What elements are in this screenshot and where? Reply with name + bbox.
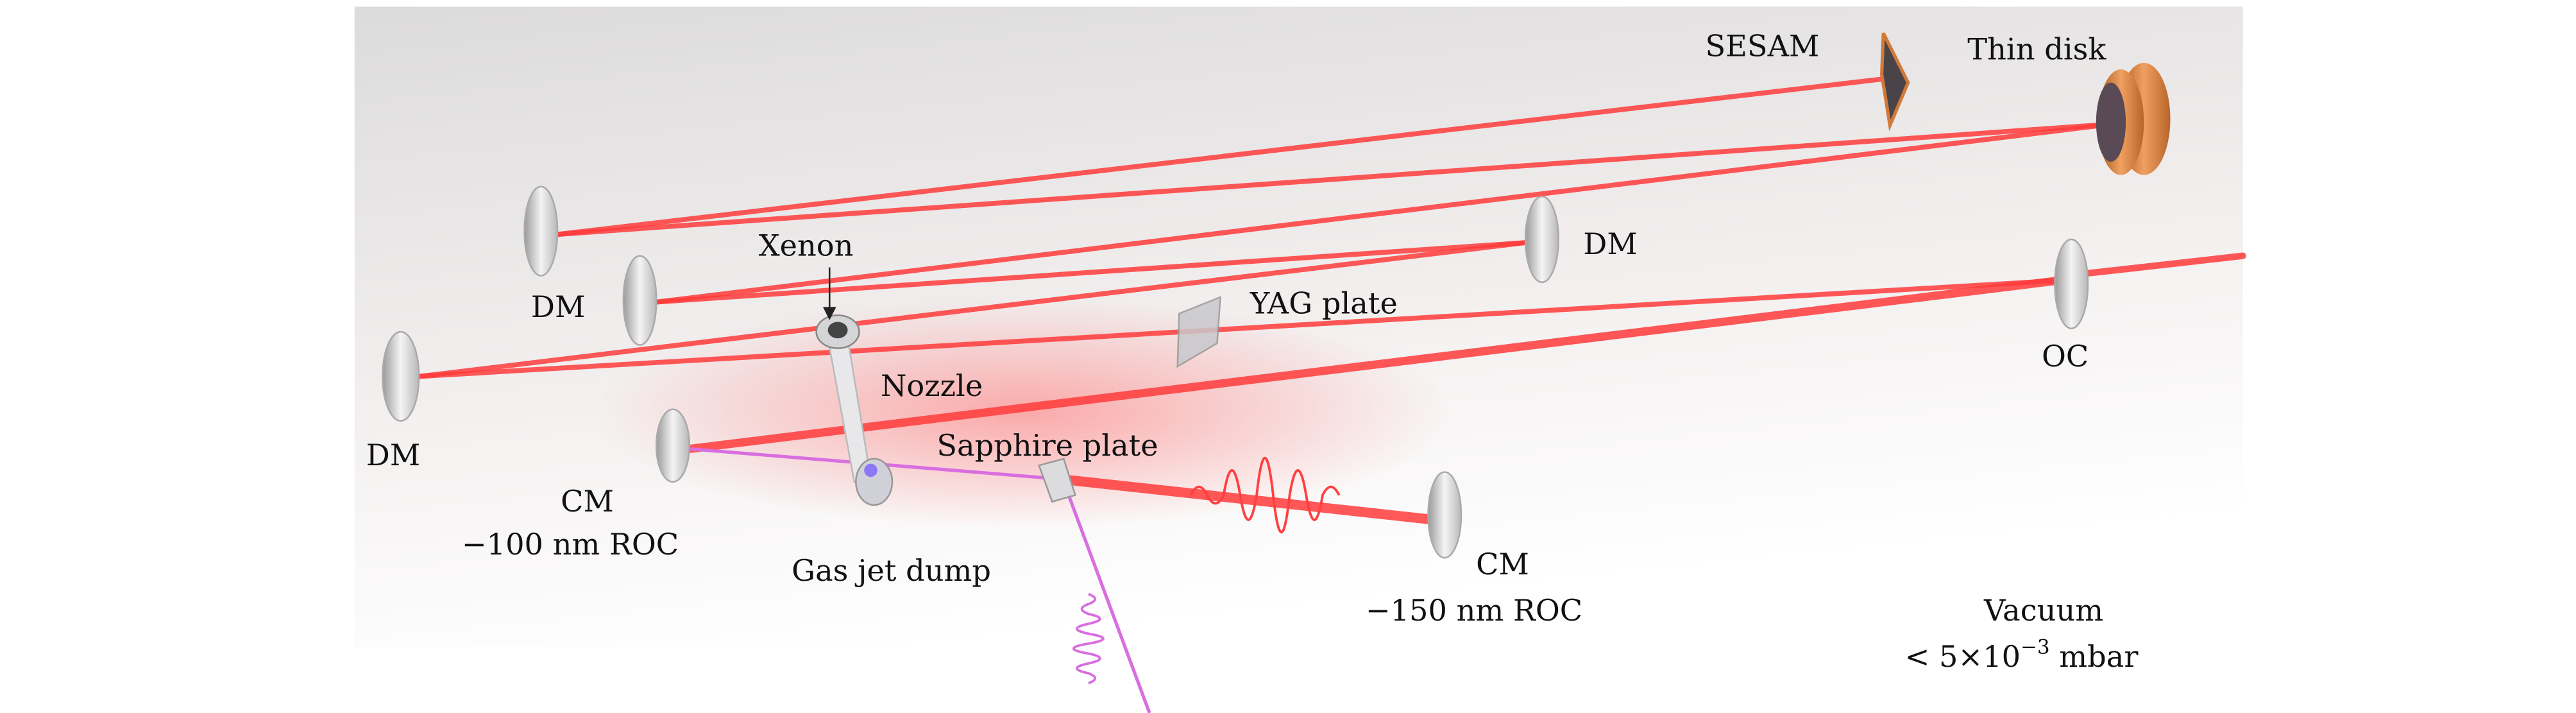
beam-dm-to-thin-disk: [555, 121, 2117, 237]
mirror-dm-left: [382, 331, 420, 422]
label-dm-right: DM: [1583, 227, 1637, 261]
beam-xuv-output: [1062, 481, 1151, 713]
pressure-exponent: −3: [2021, 635, 2049, 658]
beam-sapphire-to-cm-right: [1050, 474, 1440, 525]
beam-dm-to-dm-right: [654, 240, 1529, 305]
label-oc: OC: [2042, 339, 2089, 374]
beam-dm-right-to-dm-left: [418, 240, 1529, 379]
beam-thin-disk-to-dm: [654, 121, 2117, 305]
pressure-unit: mbar: [2050, 639, 2139, 674]
label-dm-top: DM: [531, 289, 585, 324]
label-cm-right-roc: −150 nm ROC: [1366, 593, 1582, 628]
label-yag-plate: YAG plate: [1250, 286, 1398, 321]
mirror-dm-top: [523, 185, 559, 277]
red-pulse-waveform: [1189, 457, 1341, 533]
yag-plate-icon: [1176, 295, 1222, 368]
xenon-arrow-head: [822, 307, 836, 320]
beam-dm-to-sesam: [555, 76, 1883, 237]
mirror-oc: [2054, 238, 2089, 330]
mirror-cm-left: [655, 408, 690, 483]
label-dm-left: DM: [366, 438, 420, 472]
label-cm-right: CM: [1476, 547, 1529, 581]
label-xenon: Xenon: [759, 228, 854, 263]
xuv-pulse-waveform: [1072, 592, 1105, 685]
label-cm-left-roc: −100 nm ROC: [462, 527, 679, 562]
gas-jet-dump-icon: [855, 458, 894, 506]
mirror-dm-mid: [622, 255, 657, 346]
label-vacuum: Vacuum: [1983, 593, 2103, 628]
mirror-dm-right: [1524, 195, 1559, 284]
mirror-cm-right: [1427, 471, 1462, 559]
laser-beams: [418, 76, 2246, 713]
pressure-mantissa: < 5×10: [1905, 639, 2021, 674]
label-sesam: SESAM: [1705, 29, 1819, 64]
beam-dm-left-to-oc: [418, 278, 2061, 379]
beam-oc-to-cm: [685, 276, 2063, 453]
label-cm-left: CM: [561, 484, 614, 519]
beam-output: [2078, 252, 2246, 278]
label-gas-jet-dump: Gas jet dump: [792, 553, 991, 588]
sapphire-plate-icon: [1038, 458, 1076, 503]
sesam-icon: [1880, 32, 1910, 132]
thin-disk-icon: [2096, 62, 2171, 175]
label-sapphire-plate: Sapphire plate: [936, 428, 1158, 463]
label-vacuum-pressure: < 5×10−3 mbar: [1905, 635, 2139, 674]
label-nozzle: Nozzle: [881, 368, 983, 403]
label-thin-disk: Thin disk: [1967, 32, 2106, 67]
